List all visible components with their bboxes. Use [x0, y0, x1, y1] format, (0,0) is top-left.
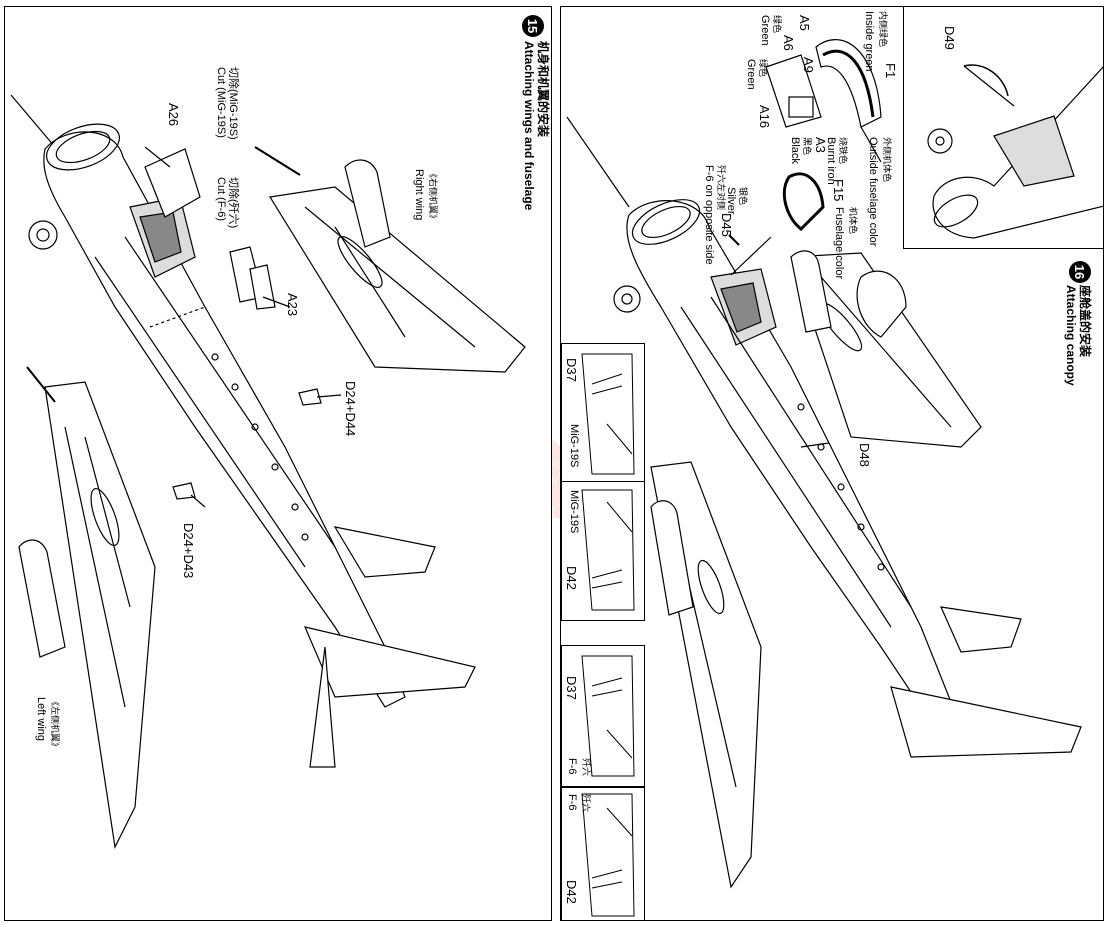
step-16-title-en: Attaching canopy: [1064, 285, 1078, 386]
label-green2-cn: 绿色: [758, 59, 768, 78]
label-mig19s-a: MiG-19S: [568, 424, 580, 468]
label-mig19s-b: MiG-19S: [568, 490, 580, 534]
label-green2-en: Green: [745, 59, 757, 90]
label-right-wing-en: Right wing: [413, 169, 425, 221]
step-16-panel: 16 座舱盖的安装 Attaching canopy 内侧绿色 Inside g…: [560, 6, 1104, 921]
step-15-title-en: Attaching wings and fuselage: [522, 41, 536, 211]
label-inside-green-en: Inside green: [863, 11, 875, 72]
label-f6-en-b: F-6: [566, 794, 578, 811]
label-silver-cn: 银色: [738, 187, 748, 206]
label-green1-cn: 绿色: [772, 15, 782, 34]
label-a23: A23: [285, 293, 300, 317]
detail-inset-d37-mig-drawing: [581, 353, 635, 475]
label-black-en: Black: [789, 137, 801, 164]
label-inside-green-cn: 内侧绿色: [878, 11, 888, 48]
detail-inset-d42-f6-drawing: [581, 793, 635, 917]
label-f6-cn-a: 歼六: [581, 758, 591, 777]
label-f15: F15: [831, 179, 846, 202]
label-left-wing-cn: 《左侧机翼》: [50, 697, 60, 752]
label-d48: D48: [857, 443, 872, 467]
step-15-panel: 15 机身和机翼的安装 Attaching wings and fuselage…: [4, 6, 552, 921]
canopy-drawing: [566, 39, 1082, 889]
label-d45: D45: [719, 213, 734, 237]
detail-inset-d37-mig: D37 MiG-19S: [561, 343, 645, 485]
detail-inset-d49: D49: [903, 7, 1103, 249]
label-a3: A3: [813, 137, 828, 153]
label-a16: A16: [757, 105, 772, 129]
detail-inset-d37-f6-drawing: [581, 655, 635, 777]
detail-inset-d42-f6: 歼六 F-6 D42: [561, 787, 645, 920]
label-d42-a: D42: [564, 566, 579, 590]
label-d49: D49: [942, 26, 957, 50]
label-d24-d44: D24+D44: [343, 381, 358, 437]
detail-inset-d42-mig-drawing: [581, 489, 635, 611]
label-fuselage-cn: 机体色: [848, 207, 858, 235]
label-right-wing-cn: 《右侧机翼》: [428, 169, 438, 224]
label-left-wing-en: Left wing: [35, 697, 47, 742]
label-f1: F1: [883, 63, 898, 79]
fuselage-drawing: [10, 94, 526, 849]
label-cut-mig-cn: 切除(MiG-19S): [227, 67, 239, 140]
label-a5: A5: [797, 15, 812, 31]
step-15-badge: 15: [522, 15, 544, 37]
detail-inset-d49-drawing: [927, 64, 1103, 239]
label-a6: A6: [781, 35, 796, 51]
label-f6-opp-en: F-6 on opposite side: [703, 165, 715, 265]
label-f6-opp-cn: 歼六左对侧: [716, 165, 726, 211]
label-cut-mig-en: Cut (MiG-19S): [215, 67, 227, 138]
detail-inset-d42-mig: MiG-19S D42: [561, 481, 645, 621]
label-black-cn: 黑色: [802, 137, 812, 156]
label-outside-en: Outside fuselage color: [867, 137, 879, 247]
label-a9: A9: [801, 57, 816, 73]
label-f6-en-a: F-6: [566, 758, 578, 775]
step-15-title-cn: 机身和机翼的安装: [536, 41, 550, 138]
label-d42-b: D42: [564, 880, 579, 904]
label-fuselage-en: Fuselage color: [833, 207, 845, 280]
label-f6-cn-b: 歼六: [581, 794, 591, 813]
label-green1-en: Green: [759, 15, 771, 46]
detail-inset-d37-f6: D37 歼六 F-6: [561, 645, 645, 787]
label-d37-b: D37: [564, 676, 579, 700]
step-16-title-cn: 座舱盖的安装: [1078, 285, 1092, 358]
label-cut-f6-cn: 切除(歼六): [227, 177, 239, 229]
label-d24-d43: D24+D43: [181, 523, 196, 579]
step-16-badge: 16: [1069, 261, 1091, 283]
label-a26: A26: [166, 103, 181, 127]
label-outside-cn: 外侧机体色: [882, 137, 892, 183]
label-d37-a: D37: [564, 358, 579, 382]
label-cut-f6-en: Cut (F-6): [215, 177, 227, 221]
label-silver-en: Silver: [725, 187, 737, 215]
label-burnt-cn: 烧铁色: [838, 137, 848, 165]
